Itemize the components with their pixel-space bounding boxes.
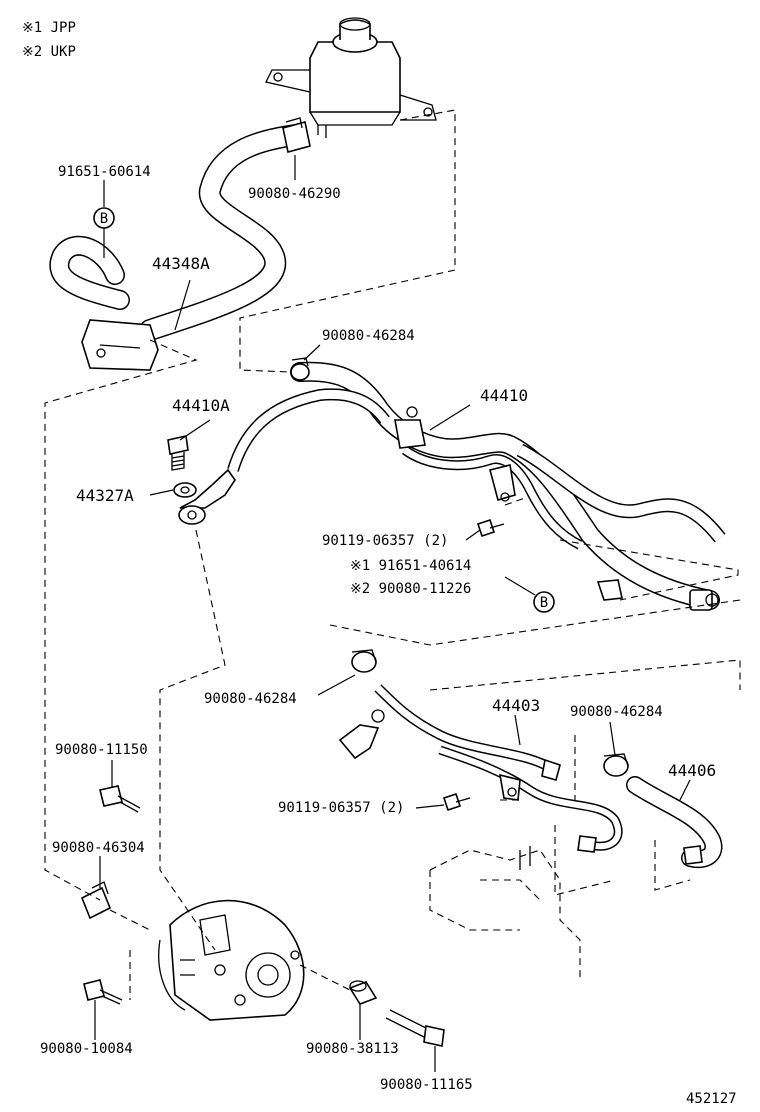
label-90080-10084: 90080-10084 (40, 1041, 133, 1057)
tube-44403 (338, 684, 623, 853)
marker-b-upper-label: B (100, 211, 108, 227)
gasket-44327A (173, 482, 197, 498)
label-90080-46284-right: 90080-46284 (570, 704, 663, 720)
marker-b-lower: B (533, 591, 555, 613)
hose-44410 (178, 361, 726, 611)
bolt-90119-06357-lower (442, 792, 471, 812)
label-44410: 44410 (480, 386, 528, 405)
bolt-90119-06357-upper (476, 518, 505, 538)
marker-b-upper: B (93, 207, 115, 229)
bolt-90080-10084 (83, 979, 123, 1005)
label-91651-40614: ※1 91651-40614 (350, 558, 471, 574)
clamp-90080-46290 (282, 117, 311, 153)
union-bolt-44410A (167, 435, 189, 471)
label-90119-06357-upper: 90119-06357 (2) (322, 533, 448, 549)
clamp-90080-46284-top (290, 357, 310, 381)
hose-44348A (49, 124, 307, 371)
clamp-90080-46304 (80, 881, 112, 920)
label-90080-11150: 90080-11150 (55, 742, 148, 758)
label-90080-11226: ※2 90080-11226 (350, 581, 471, 597)
clamp-90080-46284-right (603, 753, 629, 777)
legend-note-1: ※1 JPP (22, 20, 76, 36)
label-44410A: 44410A (172, 396, 230, 415)
steering-gear-outline (429, 846, 581, 980)
label-90080-38113: 90080-38113 (306, 1041, 399, 1057)
label-44348A: 44348A (152, 254, 210, 273)
bolt-90080-11165 (385, 1009, 445, 1047)
assembly-guide-lines (44, 109, 741, 1000)
reservoir-tank (265, 17, 437, 138)
clamp-90080-46284-mid (351, 649, 377, 673)
label-90080-46290: 90080-46290 (248, 186, 341, 202)
diagram-number: 452127 (686, 1091, 737, 1107)
label-44406: 44406 (668, 761, 716, 780)
hose-44406 (626, 776, 723, 868)
label-90080-46304: 90080-46304 (52, 840, 145, 856)
label-90080-46284-mid: 90080-46284 (204, 691, 297, 707)
label-90119-06357-lower: 90119-06357 (2) (278, 800, 404, 816)
fitting-90080-38113 (348, 980, 378, 1005)
power-steering-pump (158, 899, 305, 1021)
label-91651-60614: 91651-60614 (58, 164, 151, 180)
label-44327A: 44327A (76, 486, 134, 505)
bolt-90080-11150 (99, 785, 141, 813)
leader-lines (94, 155, 691, 1072)
legend-note-2: ※2 UKP (22, 44, 76, 60)
label-90080-46284-top: 90080-46284 (322, 328, 415, 344)
marker-b-lower-label: B (540, 595, 548, 611)
label-90080-11165: 90080-11165 (380, 1077, 473, 1093)
label-44403: 44403 (492, 696, 540, 715)
